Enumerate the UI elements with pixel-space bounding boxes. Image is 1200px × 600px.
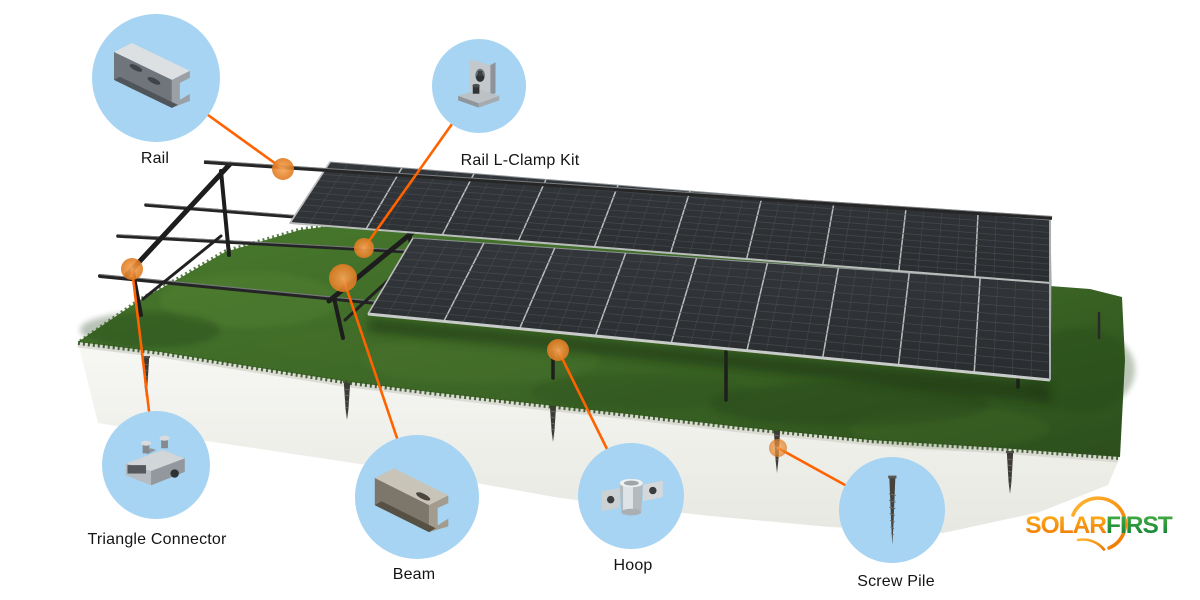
hoop-callout-bubble	[578, 443, 684, 549]
triangle-connector-callout-dot	[121, 258, 143, 280]
brace-a	[141, 234, 223, 301]
l-clamp-callout-line	[362, 122, 454, 250]
array-left-edge-lower	[367, 237, 414, 315]
logo-text-first: FIRST	[1106, 512, 1173, 539]
screw-pile-callout-line	[776, 446, 847, 487]
solar-panel-array	[203, 159, 1053, 382]
hoop-clamp-icon	[601, 478, 663, 516]
post-b-front	[332, 296, 345, 340]
triangle-connector-callout-line	[130, 267, 151, 413]
grass-front-fringe	[77, 341, 1119, 460]
triangle-connector-callout-bubble	[102, 411, 210, 519]
hoop-callout-line	[556, 348, 609, 451]
triangle-connector-icon	[125, 435, 185, 486]
beam-profile-icon	[374, 467, 448, 532]
triangle-connector-label: Triangle Connector	[87, 531, 227, 548]
array-left-edge-upper	[289, 161, 331, 224]
rail-label: Rail	[140, 150, 170, 167]
post-a-back	[219, 169, 231, 257]
back-rail	[203, 160, 1053, 220]
callout-lines	[130, 113, 847, 487]
l-clamp-callout-dot	[354, 238, 374, 258]
back-rail-highlight	[203, 159, 1053, 217]
rail-profile-icon	[114, 43, 190, 108]
rail-callout-dot	[272, 158, 294, 180]
callout-dots	[121, 158, 787, 457]
screw-pile-callout-bubble	[839, 457, 945, 563]
screw-pile-label: Screw Pile	[857, 573, 935, 590]
beam-callout-line	[341, 276, 399, 440]
grass-back-fringe	[79, 210, 429, 343]
screw-pile-callout-dot	[769, 439, 787, 457]
beam-label: Beam	[392, 566, 436, 583]
rafter-beam-a	[124, 161, 233, 278]
panel-grid-upper	[293, 163, 1051, 282]
l-clamp-callout-bubble	[432, 39, 526, 133]
logo-text-solar: SOLAR	[1025, 512, 1107, 539]
brand-logo: SOLAR FIRST	[1025, 496, 1174, 551]
screw-pile-icon	[887, 475, 897, 545]
array-bottom-frame	[367, 312, 1051, 382]
panel-grid-lower	[372, 239, 1051, 379]
beam-callout-bubble	[355, 435, 479, 559]
rail-callout-bubble	[92, 14, 220, 142]
logo-swoosh-lower-icon	[1076, 538, 1106, 551]
hoop-label: Hoop	[613, 557, 653, 574]
beam-callout-dot	[329, 264, 357, 292]
rail-callout-line	[206, 113, 285, 171]
row-separator-frame	[289, 222, 1052, 284]
logo-swoosh-icon	[1071, 496, 1128, 550]
panel-shadow	[368, 318, 1050, 404]
l-clamp-icon	[458, 59, 500, 108]
hoop-callout-dot	[547, 339, 569, 361]
rail-l-clamp-kit-label: Rail L-Clamp Kit	[460, 152, 580, 169]
